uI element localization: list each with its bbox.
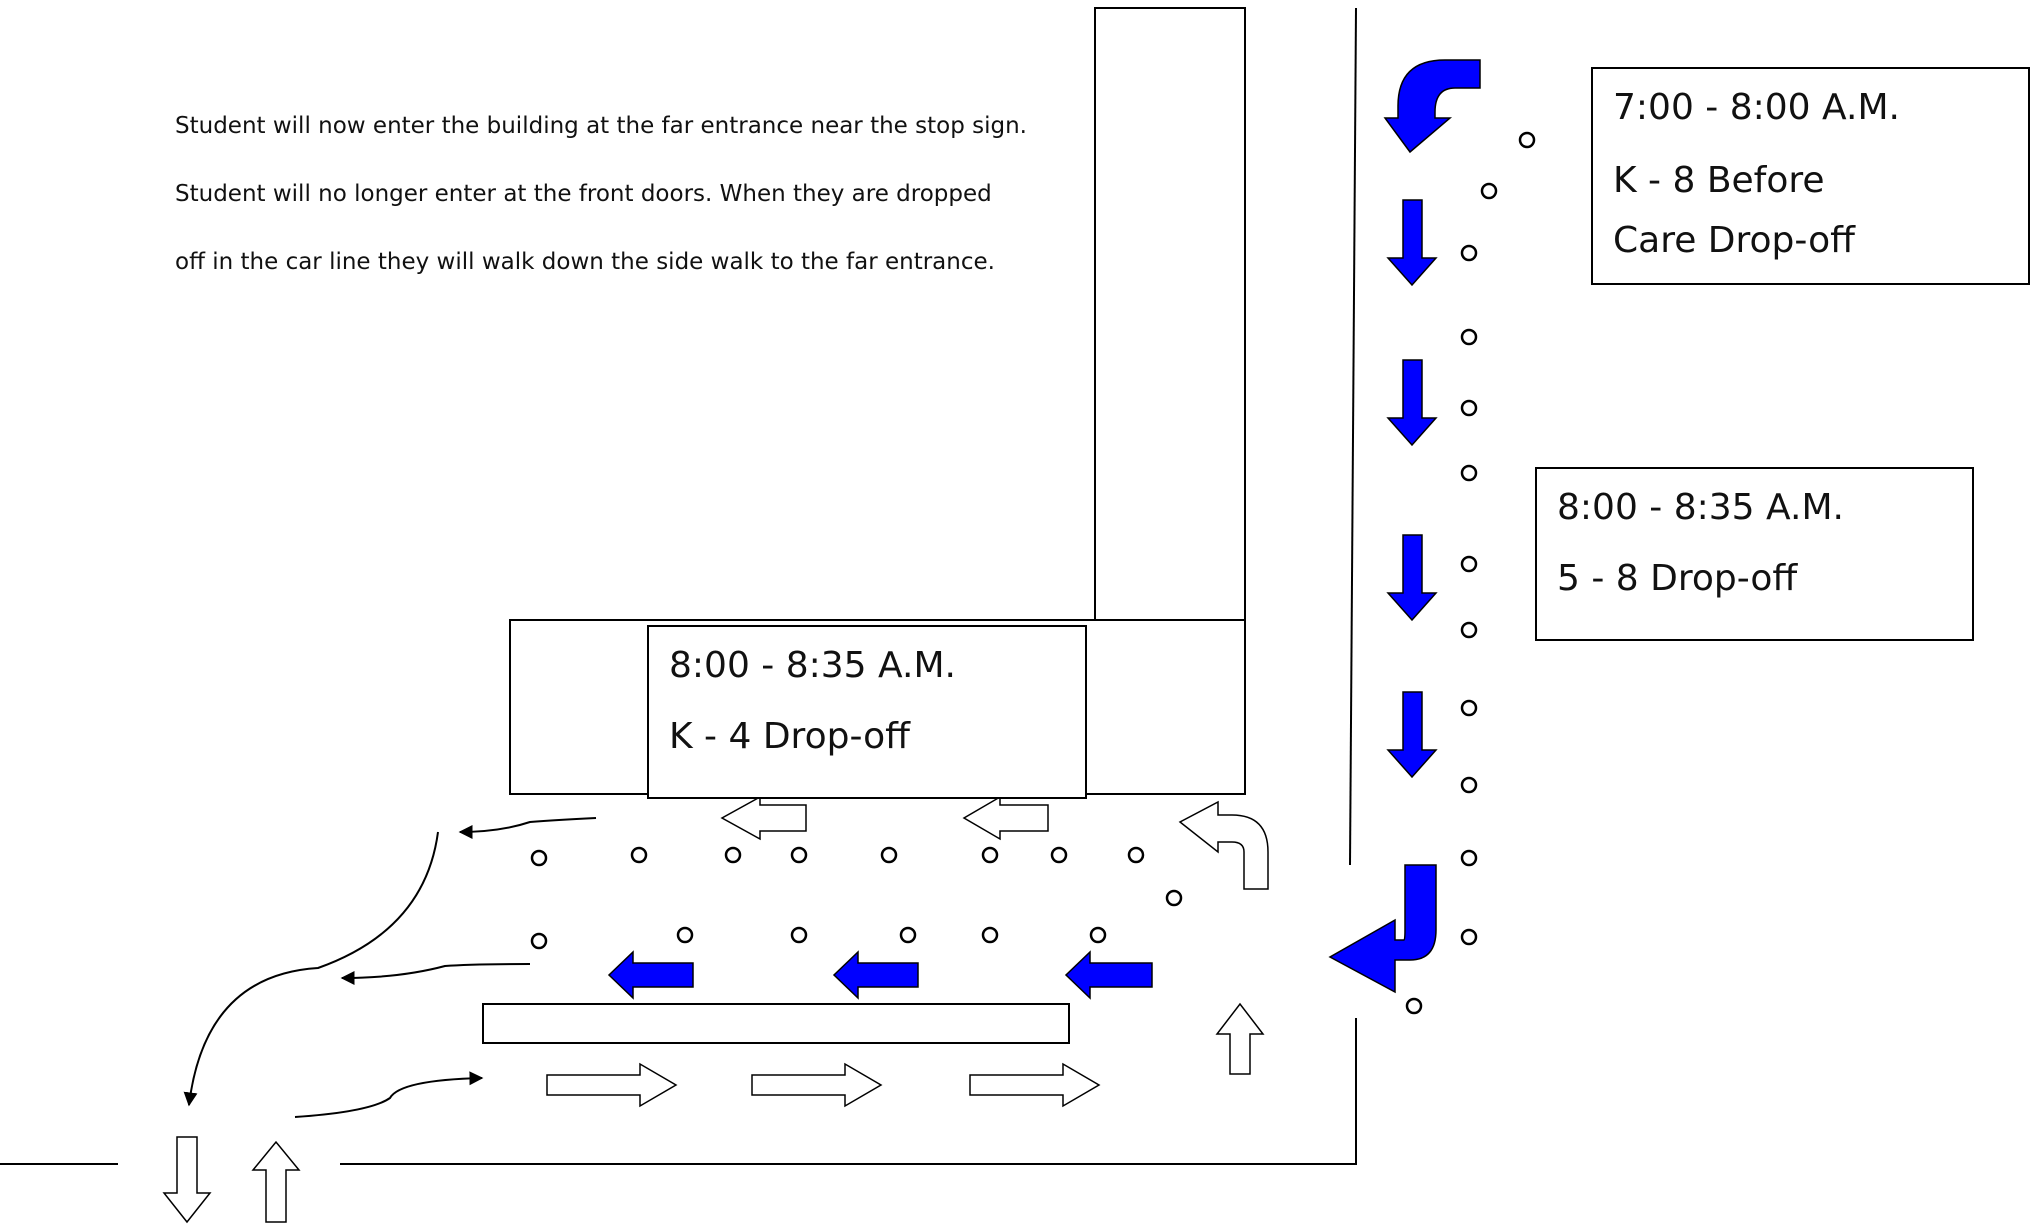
cone-marker [1089, 926, 1107, 944]
cone-marker [1460, 621, 1478, 639]
road-edge-corner [340, 1018, 1357, 1165]
cone-markers [530, 131, 1536, 1015]
drop-off-group: K - 8 Before Care Drop-off [1613, 160, 1855, 261]
cone-marker [530, 849, 548, 867]
blue-corner-arrow-icon [1328, 864, 1437, 994]
blue-down-arrow-icon [1386, 691, 1438, 779]
white-left-arrow-icon [720, 795, 807, 841]
cone-marker [1460, 555, 1478, 573]
cone-marker [790, 846, 808, 864]
white-right-arrow-icon [546, 1062, 678, 1108]
drop-off-group: 5 - 8 Drop-off [1557, 558, 1798, 599]
blue-left-arrow-icon [1064, 950, 1153, 1000]
blue-down-arrow-icon [1386, 199, 1438, 287]
instructions-line: off in the car line they will walk down … [175, 249, 995, 275]
cone-marker [981, 846, 999, 864]
white-left-arrow-icon [962, 795, 1049, 841]
drop-off-group: K - 4 Drop-off [669, 716, 910, 757]
blue-down-arrow-icon [1386, 534, 1438, 622]
blue-down-arrow-icon [1386, 359, 1438, 447]
grades-k-4-label: 8:00 - 8:35 A.M. K - 4 Drop-off [647, 625, 1087, 799]
white-up-arrow-icon [251, 1140, 301, 1223]
instructions-line: Student will no longer enter at the fron… [175, 181, 992, 207]
white-down-arrow-icon [162, 1136, 212, 1224]
cone-marker [1460, 399, 1478, 417]
walking-arrows [162, 795, 1269, 1224]
cone-marker [530, 932, 548, 950]
cone-marker [1127, 846, 1145, 864]
cone-marker [981, 926, 999, 944]
cone-marker [676, 926, 694, 944]
car-line-arrows [1328, 59, 1481, 994]
cone-marker [880, 846, 898, 864]
drop-off-time: 7:00 - 8:00 A.M. [1613, 87, 1900, 128]
route-line [183, 831, 439, 1107]
cone-marker [1460, 464, 1478, 482]
white-right-arrow-icon [751, 1062, 883, 1108]
front-car-line-arrows [607, 950, 1153, 1000]
white-up-arrow-icon [1215, 1002, 1265, 1075]
cone-marker [1460, 849, 1478, 867]
cone-marker [899, 926, 917, 944]
route-lines [183, 817, 597, 1118]
blue-left-arrow-icon [832, 950, 919, 1000]
white-right-arrow-icon [969, 1062, 1101, 1108]
drop-off-time: 8:00 - 8:35 A.M. [669, 645, 956, 686]
cone-marker [1165, 889, 1183, 907]
route-line [458, 817, 597, 839]
cone-marker [724, 846, 742, 864]
road-edge-vertical [1349, 7, 1357, 866]
building-wing [1094, 7, 1246, 622]
white-u-turn-arrow-icon [1178, 800, 1269, 890]
instructions-line: Student will now enter the building at t… [175, 113, 1027, 139]
drop-off-time: 8:00 - 8:35 A.M. [1557, 487, 1844, 528]
instructions-text: Student will now enter the building at t… [175, 112, 1095, 316]
cone-marker [790, 926, 808, 944]
cone-marker [1518, 131, 1536, 149]
cone-marker [1460, 328, 1478, 346]
grades-5-8-label: 8:00 - 8:35 A.M. 5 - 8 Drop-off [1535, 467, 1974, 641]
route-line [294, 1071, 484, 1118]
blue-turn-arrow-icon [1383, 59, 1481, 154]
blue-left-arrow-icon [607, 950, 694, 1000]
cone-marker [1460, 244, 1478, 262]
cone-marker [1050, 846, 1068, 864]
cone-marker [1405, 997, 1423, 1015]
cone-marker [1460, 699, 1478, 717]
before-care-label: 7:00 - 8:00 A.M. K - 8 Before Care Drop-… [1591, 67, 2030, 285]
median-island [482, 1003, 1070, 1044]
cone-marker [1480, 182, 1498, 200]
route-line [340, 963, 531, 985]
cone-marker [1460, 928, 1478, 946]
cone-marker [1460, 776, 1478, 794]
cone-marker [630, 846, 648, 864]
